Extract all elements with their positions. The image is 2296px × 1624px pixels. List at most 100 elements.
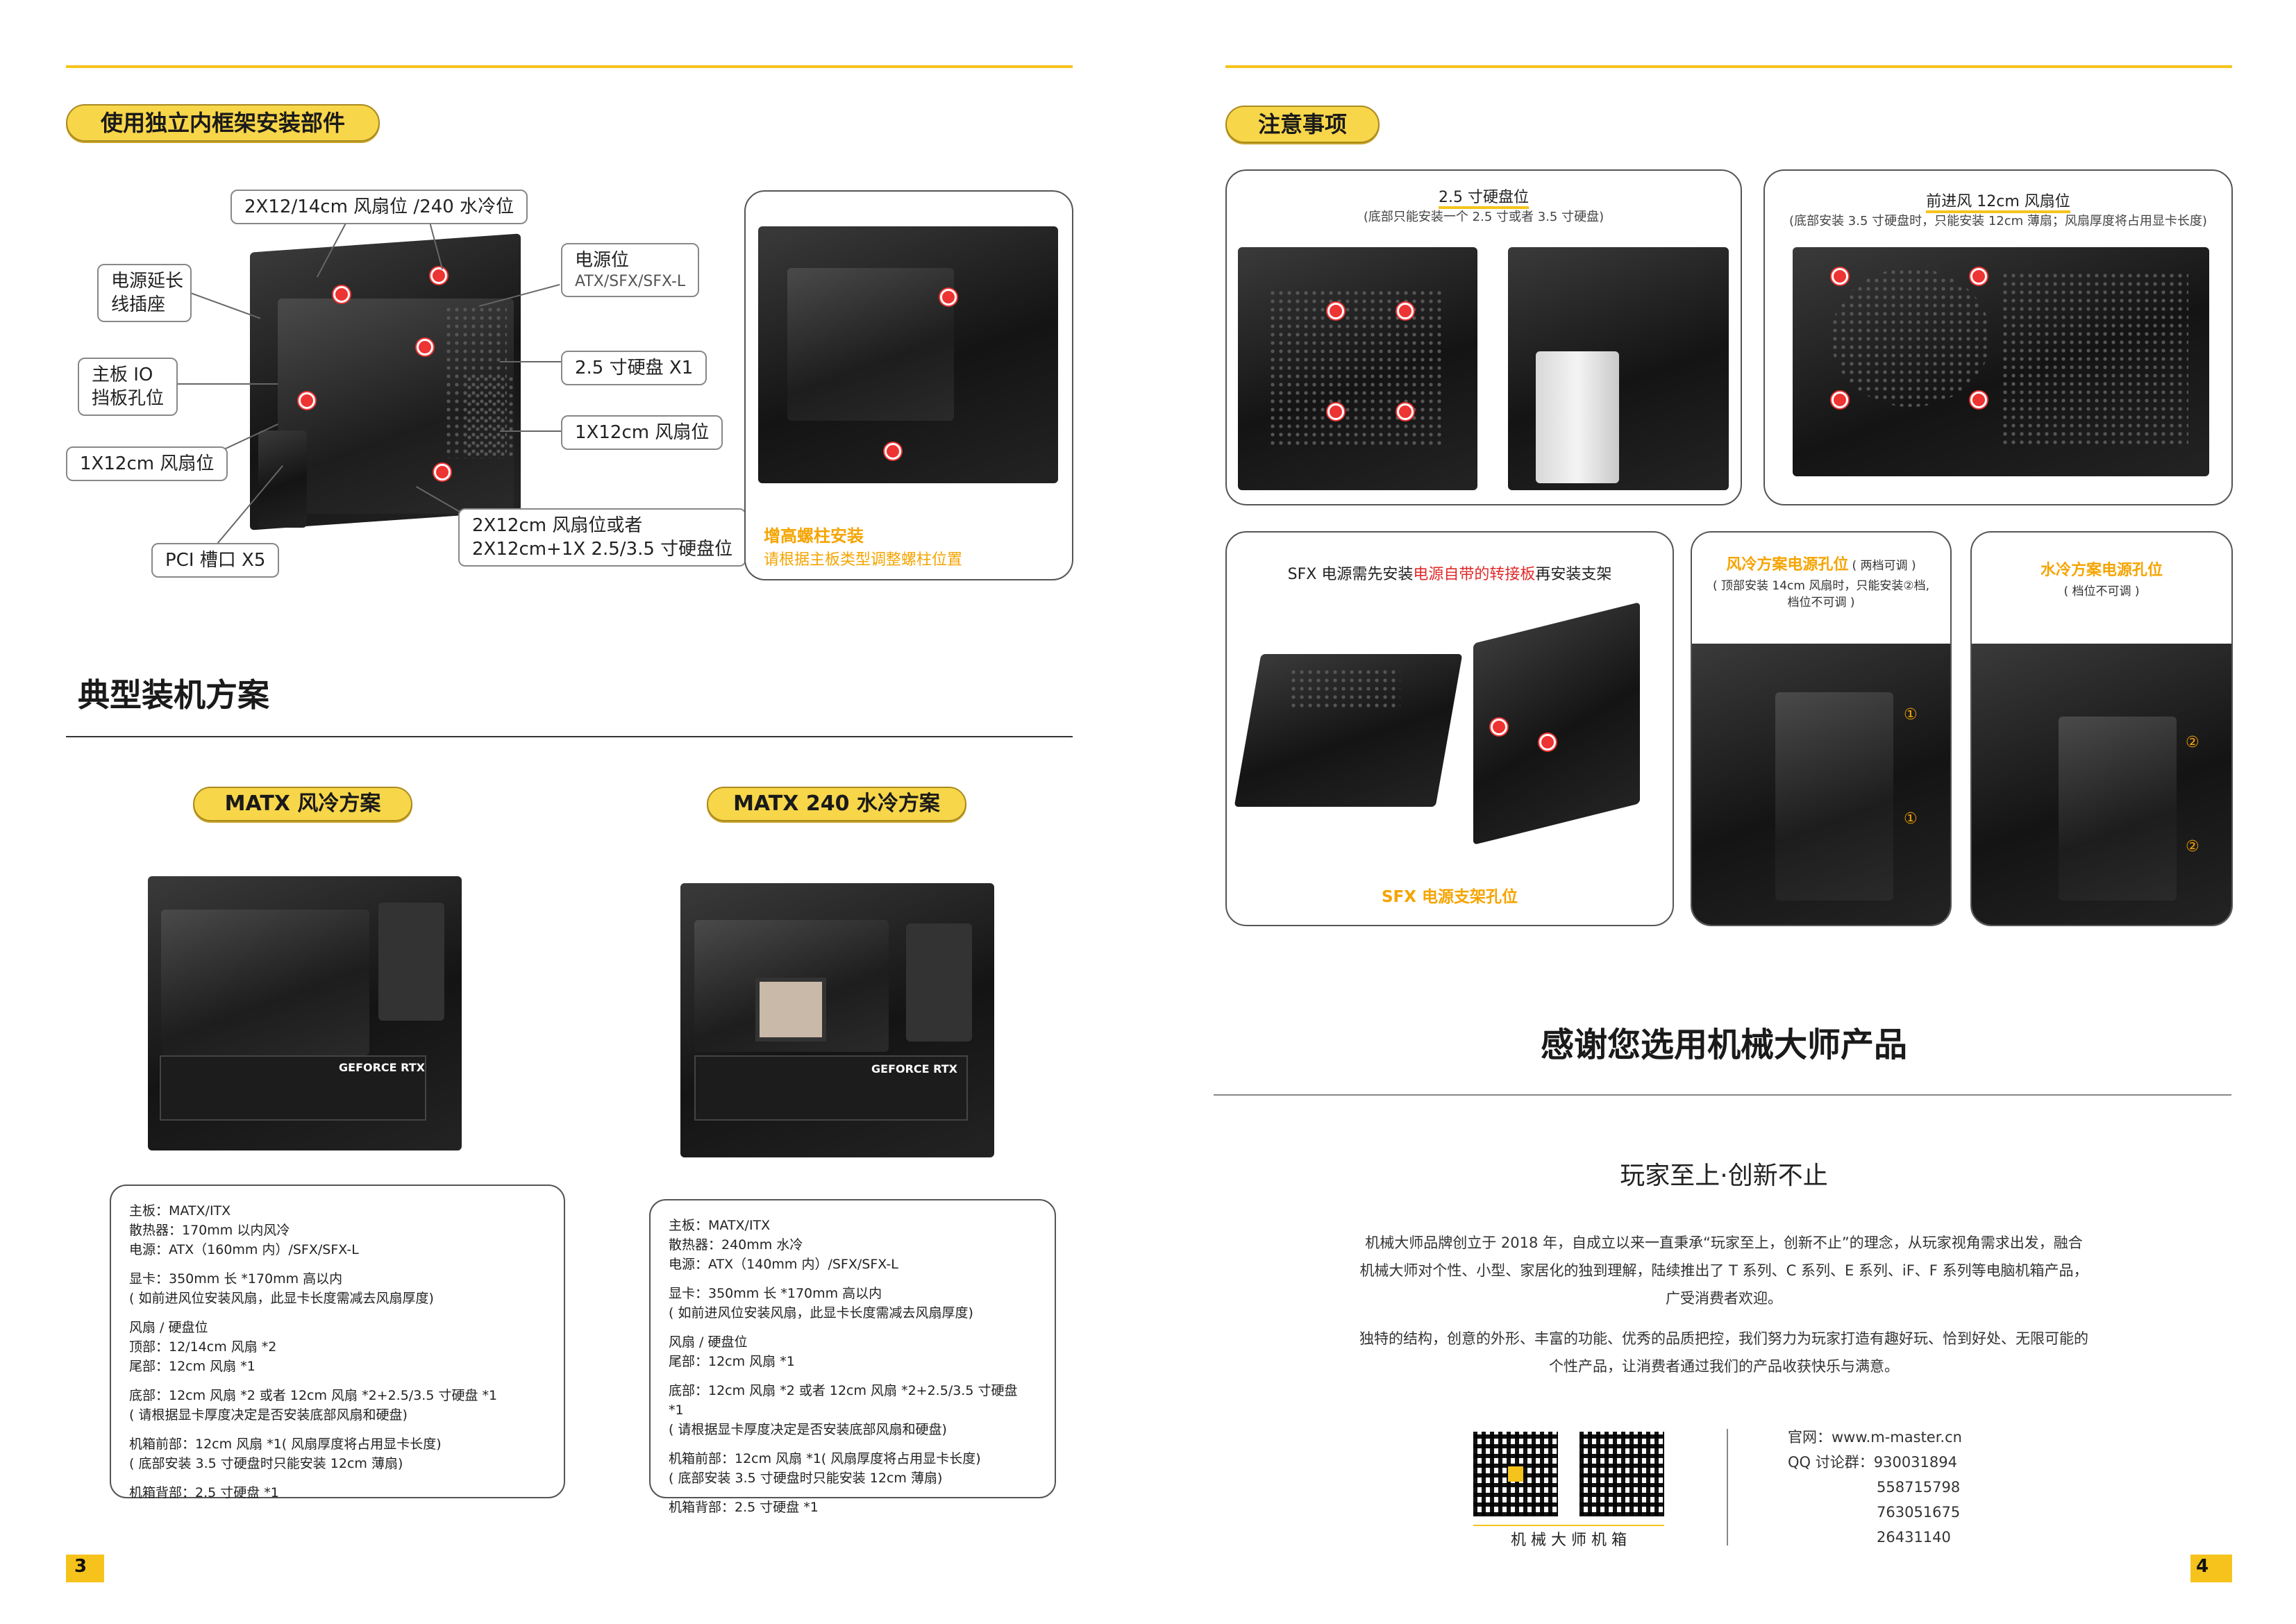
spec-line: 主板：MATX/ITX [669,1218,771,1233]
aircool-mark-1a: ① [1904,706,1918,723]
spec-gap [129,1425,546,1434]
aircool-psu-bracket [1775,692,1893,901]
spec-gap [129,1259,546,1269]
water-build-psu [906,923,972,1041]
contact-divider [1727,1429,1728,1546]
spec-line: 机箱前部：12cm 风扇 *1( 风扇厚度将占用显卡长度) [129,1437,442,1452]
spec-line: 散热器：240mm 水冷 [669,1237,803,1253]
marker-hdd-2 [1397,303,1414,319]
spec-line: 机箱背部：2.5 寸硬盘 *1 [129,1485,279,1500]
brand-paragraph-1-line-3: 广受消费者欢迎。 [1666,1290,1782,1307]
brand-paragraph-1: 机械大师品牌创立于 2018 年，自成立以来一直秉承“玩家至上，创新不止”的理念… [1214,1229,2234,1312]
qr-code-2 [1579,1432,1664,1516]
front-fan-mesh [1831,268,1991,407]
sfx-instruction-post: 再安装支架 [1535,566,1612,583]
notes-title: 注意事项 [1225,106,1380,143]
watercool-psu-sub: ( 档位不可调 ) [2063,585,2140,598]
water-gpu-badge: GEFORCE RTX [871,1062,958,1075]
page-number-right: 4 [2190,1555,2232,1582]
air-build-gpu [160,1055,426,1121]
marker-front-1 [1832,268,1848,285]
standoff-title: 增高螺柱安装 [764,526,864,546]
case-pci-brackets [258,430,307,528]
sfx-instruction-pre: SFX 电源需先安装 [1287,566,1414,583]
marker-sfx-1 [1491,719,1507,735]
brand-paragraph-2: 独特的结构，创意的外形、丰富的功能、优秀的品质把控，我们努力为玩家打造有趣好玩、… [1214,1325,2234,1380]
spec-gap [669,1274,1037,1284]
contact-block: 官网：www.m-master.cn QQ 讨论群：930031894 5587… [1788,1425,1962,1550]
callout-psu-title: 电源位 [575,250,630,271]
standoff-text: 请根据主板类型调整螺柱位置 [764,551,963,569]
water-spec-box: 主板：MATX/ITX 散热器：240mm 水冷电源：ATX（140mm 内）/S… [649,1199,1056,1515]
marker-front-2 [1970,268,1987,285]
frame-section-title: 使用独立内框架安装部件 [66,104,380,142]
spec-gap [669,1323,1037,1332]
hdd-subtitle: (底部只能安装一个 2.5 寸或者 3.5 寸硬盘) [1363,210,1604,224]
air-gpu-badge: GEFORCE RTX [339,1061,426,1074]
spec-gap [129,1473,546,1483]
callout-bottom-fan: 2X12cm 风扇位或者 2X12cm+1X 2.5/3.5 寸硬盘位 [458,508,747,567]
aircool-psu-panel: 风冷方案电源孔位 ( 两档可调 ) ( 顶部安装 14cm 风扇时，只能安装②档… [1691,531,1952,926]
website: 官网：www.m-master.cn [1788,1429,1962,1446]
aircool-psu-title: 风冷方案电源孔位 [1726,556,1849,574]
spec-line: 顶部：12/14cm 风扇 *2 [129,1339,277,1355]
hdd-bottom-mesh [1268,289,1442,449]
watercool-psu-title: 水冷方案电源孔位 [2040,562,2163,579]
spec-line: 显卡：350mm 长 *170mm 高以内 [669,1286,882,1301]
thanks-title: 感谢您选用机械大师产品 [1540,1026,1907,1064]
brand-paragraph-1-line-1: 机械大师品牌创立于 2018 年，自成立以来一直秉承“玩家至上，创新不止”的理念… [1365,1234,2083,1251]
spec-line: 风扇 / 硬盘位 [129,1320,208,1335]
marker-hdd-1 [1327,303,1344,319]
spec-gap [669,1488,1037,1498]
spec-line: 主板：MATX/ITX [129,1203,231,1219]
callout-psu-sub: ATX/SFX/SFX-L [575,273,686,290]
watercool-psu-panel: 水冷方案电源孔位 ( 档位不可调 ) ② ② [1970,531,2233,926]
spec-line: 尾部：12cm 风扇 *1 [669,1354,795,1369]
marker-mb [299,392,315,409]
air-build-psu [378,903,444,1021]
standoff-frame-inner [787,268,954,421]
marker-bottom [434,464,451,480]
callout-psu-position: 电源位 ATX/SFX/SFX-L [561,243,700,297]
aircool-psu-sub2: 档位不可调 ) [1787,596,1855,610]
sfx-instruction-red: 电源自带的转接板 [1413,566,1536,583]
spec-line: ( 底部安装 3.5 寸硬盘时只能安装 12cm 薄扇) [129,1456,403,1471]
sfx-psu-grille [1289,668,1400,710]
build-title: 典型装机方案 [78,676,269,714]
marker-standoff-2 [940,289,957,305]
page-number-left-text: 3 [74,1556,87,1577]
marker-sfx-2 [1539,734,1556,751]
hdd-drive [1536,351,1619,483]
aircool-psu-tag: ( 两档可调 ) [1852,559,1916,573]
front-fan-title: 前进风 12cm 风扇位 [1926,193,2070,213]
spec-line: ( 请根据显卡厚度决定是否安装底部风扇和硬盘) [669,1422,947,1437]
callout-pci: PCI 槽口 X5 [151,543,280,578]
qq-group-1: 930031894 [1873,1454,1957,1471]
qr-caption: 机 械 大 师 机 箱 [1473,1525,1664,1550]
spec-line: 散热器：170mm 以内风冷 [129,1223,290,1238]
slogan: 玩家至上·创新不止 [1620,1162,1828,1190]
standoff-panel: 增高螺柱安装 请根据主板类型调整螺柱位置 [744,190,1073,580]
spec-line: 底部：12cm 风扇 *2 或者 12cm 风扇 *2+2.5/3.5 寸硬盘 … [669,1383,1018,1418]
front-fan-subtitle: (底部安装 3.5 寸硬盘时，只能安装 12cm 薄扇；风扇厚度将占用显卡长度) [1789,214,2207,228]
front-side-mesh [2001,271,2188,445]
spec-line: 风扇 / 硬盘位 [669,1334,748,1350]
aircool-mark-1b: ① [1904,810,1918,828]
spec-gap [669,1371,1037,1381]
marker-hdd-3 [1327,403,1344,420]
hdd-title: 2.5 寸硬盘位 [1439,189,1529,209]
marker-hdd-4 [1397,403,1414,420]
spec-gap [129,1376,546,1386]
hdd-panel: 2.5 寸硬盘位 (底部只能安装一个 2.5 寸或者 3.5 寸硬盘) [1225,169,1742,505]
air-cooling-title: MATX 风冷方案 [193,787,412,821]
marker-top-fan [333,286,350,303]
callout-bottom-a: 2X12cm 风扇位或者 [472,515,643,536]
spec-line: 电源：ATX（140mm 内）/SFX/SFX-L [669,1257,898,1272]
page-number-right-text: 4 [2196,1556,2209,1577]
callout-mb-io: 主板 IO 挡板孔位 [78,358,178,416]
spec-line: ( 如前进风位安装风扇，此显卡长度需减去风扇厚度) [129,1291,434,1306]
page-number-left: 3 [66,1555,104,1582]
spec-line: ( 如前进风位安装风扇，此显卡长度需减去风扇厚度) [669,1305,973,1321]
marker-front-3 [1832,392,1848,408]
